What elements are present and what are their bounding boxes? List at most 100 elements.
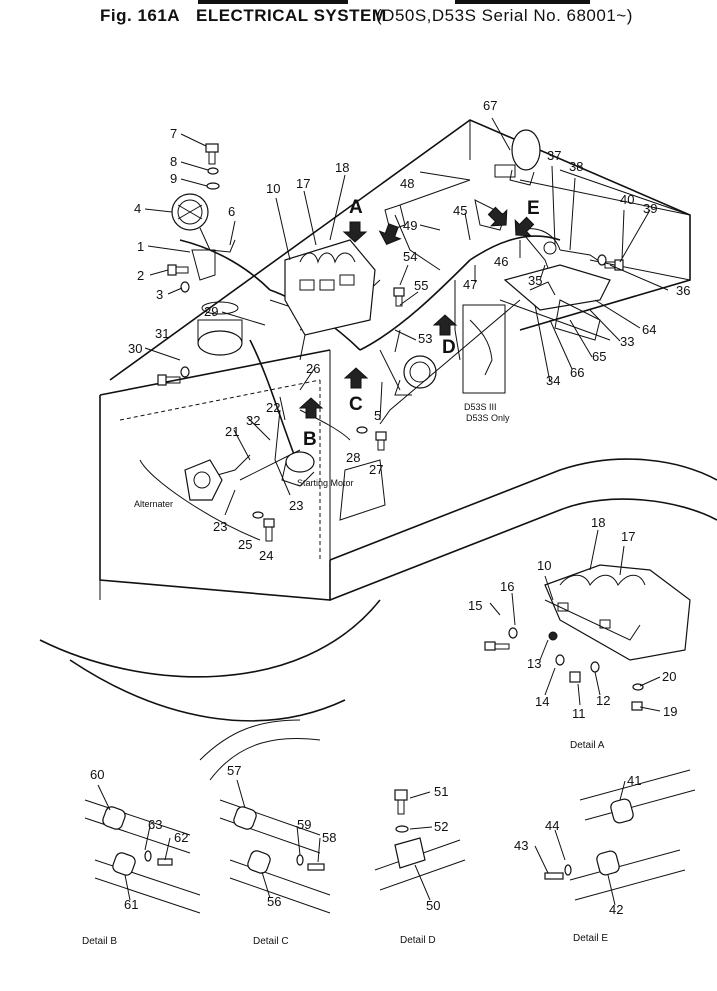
callout-49: 49 xyxy=(403,218,417,233)
washer-40-icon xyxy=(597,254,607,266)
view-arrow-d-icon xyxy=(432,314,458,336)
alternator-label: Alternater xyxy=(134,499,173,509)
d53s-note-line1: D53S III xyxy=(464,402,497,412)
callout-10-detail: 10 xyxy=(537,558,551,573)
callout-10: 10 xyxy=(266,181,280,196)
callout-19: 19 xyxy=(663,704,677,719)
washer-31-icon xyxy=(180,366,190,378)
detail-a-drawing xyxy=(484,564,691,711)
callout-8: 8 xyxy=(170,154,177,169)
callout-13: 13 xyxy=(527,656,541,671)
callout-18: 18 xyxy=(335,160,349,175)
d53s-note-line2: D53S Only xyxy=(466,413,510,423)
callout-55: 55 xyxy=(414,278,428,293)
callout-3: 3 xyxy=(156,287,163,302)
view-letter-e: E xyxy=(527,198,540,219)
callout-57: 57 xyxy=(227,763,241,778)
japanese-title-strip xyxy=(198,0,348,4)
horn-icon xyxy=(197,301,243,356)
rear-panel-assembly-icon xyxy=(474,164,611,341)
callout-30: 30 xyxy=(128,341,142,356)
callout-63: 63 xyxy=(148,817,162,832)
callout-62: 62 xyxy=(174,830,188,845)
callout-29: 29 xyxy=(204,304,218,319)
callout-18-detail: 18 xyxy=(591,515,605,530)
detail-b-drawing xyxy=(84,799,201,914)
callout-15: 15 xyxy=(468,598,482,613)
callout-34: 34 xyxy=(546,373,560,388)
wiring-harness xyxy=(179,214,606,481)
callout-50: 50 xyxy=(426,898,440,913)
work-lamp-left-icon xyxy=(171,193,236,253)
bolt-2-icon xyxy=(167,264,189,276)
rear-lamp-icon xyxy=(509,129,541,186)
callout-31: 31 xyxy=(155,326,169,341)
callout-12: 12 xyxy=(596,693,610,708)
callout-47: 47 xyxy=(463,277,477,292)
view-letters: A B C D E xyxy=(303,197,540,450)
serial-applicability: (D50S,D53S Serial No. 68001~) xyxy=(376,6,633,25)
callout-52: 52 xyxy=(434,819,448,834)
d53s-wire-icon xyxy=(469,319,493,376)
callout-7: 7 xyxy=(170,126,177,141)
callout-32: 32 xyxy=(246,413,260,428)
callout-42: 42 xyxy=(609,902,623,917)
machine-body-outline xyxy=(39,119,717,781)
bolt-7-icon xyxy=(205,143,219,165)
washer-3-icon xyxy=(180,281,190,293)
callout-48: 48 xyxy=(400,176,414,191)
callout-66: 66 xyxy=(570,365,584,380)
bolt-24-icon xyxy=(263,518,275,542)
view-arrow-c-icon xyxy=(343,367,369,389)
callout-38: 38 xyxy=(569,159,583,174)
callout-60: 60 xyxy=(90,767,104,782)
washer-25-icon xyxy=(252,511,264,519)
callout-45: 45 xyxy=(453,203,467,218)
bolt-39-icon xyxy=(604,259,624,271)
callout-20: 20 xyxy=(662,669,676,684)
detail-d-drawing xyxy=(374,789,466,891)
callout-11: 11 xyxy=(572,706,586,721)
callout-61: 61 xyxy=(124,897,138,912)
callout-1: 1 xyxy=(137,239,144,254)
callout-40: 40 xyxy=(620,192,634,207)
starting-motor-label: Starting Motor xyxy=(297,478,354,488)
callout-33: 33 xyxy=(620,334,634,349)
callout-22: 22 xyxy=(266,400,280,415)
view-arrow-a2-icon xyxy=(378,223,402,246)
bracket-48-icon xyxy=(384,179,471,231)
callout-17: 17 xyxy=(296,176,310,191)
washer-8-icon xyxy=(207,167,219,175)
callout-16: 16 xyxy=(500,579,514,594)
components xyxy=(171,129,611,501)
callout-37: 37 xyxy=(547,148,561,163)
callout-59: 59 xyxy=(297,817,311,832)
callout-2: 2 xyxy=(137,268,144,283)
callout-36: 36 xyxy=(676,283,690,298)
callout-54: 54 xyxy=(403,249,417,264)
view-arrow-e-icon xyxy=(514,216,535,237)
leader-lines xyxy=(97,117,669,906)
callout-26: 26 xyxy=(306,361,320,376)
callout-56: 56 xyxy=(267,894,281,909)
callout-23a: 23 xyxy=(289,498,303,513)
callout-21: 21 xyxy=(225,424,239,439)
callout-6: 6 xyxy=(228,204,235,219)
callout-46: 46 xyxy=(494,254,508,269)
callout-14: 14 xyxy=(535,694,549,709)
view-letter-a: A xyxy=(349,197,363,218)
callout-65: 65 xyxy=(592,349,606,364)
d53s-only-inset-box xyxy=(462,304,506,394)
starting-motor-icon xyxy=(281,451,315,487)
callout-51: 51 xyxy=(434,784,448,799)
washer-28-icon xyxy=(356,426,368,434)
callout-24: 24 xyxy=(259,548,273,563)
detail-c-caption: Detail C xyxy=(253,936,289,947)
callout-25: 25 xyxy=(238,537,252,552)
detail-e-caption: Detail E xyxy=(573,933,608,944)
view-letter-d: D xyxy=(442,337,456,358)
washer-9-icon xyxy=(206,182,220,190)
hardware xyxy=(157,143,624,542)
callout-64: 64 xyxy=(642,322,656,337)
